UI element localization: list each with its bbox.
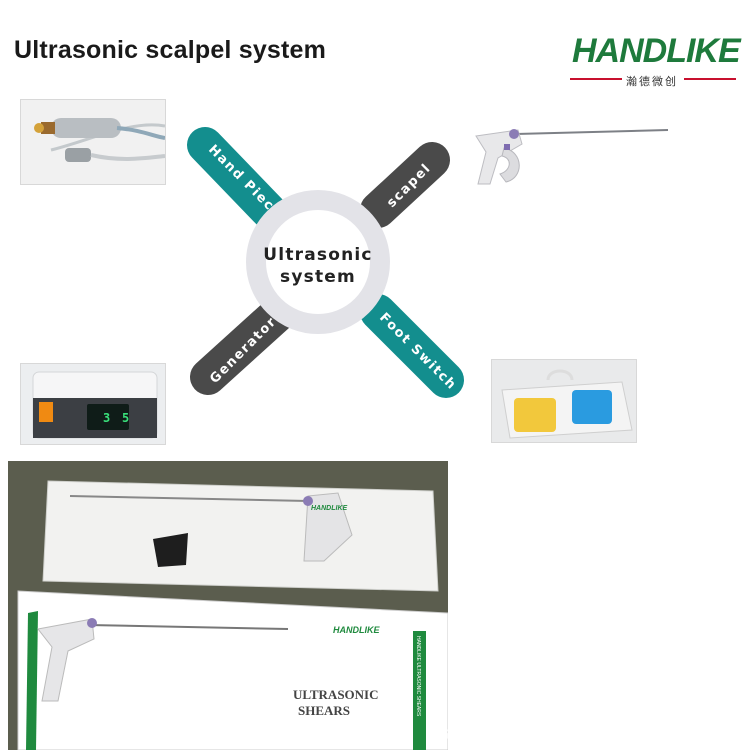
generator-display-right: 5 xyxy=(122,411,130,425)
tag-foot-switch-label: Foot Switch xyxy=(376,310,459,393)
system-diagram: Hand Piece scapel Generator Foot Switch … xyxy=(187,127,464,398)
watermark: handlike.en.alibaba.com xyxy=(435,723,640,744)
brand-divider-right xyxy=(684,78,736,80)
packaging-photo: ULTRASONIC SHEARS HANDLIKE HANDLIKE HAND… xyxy=(8,461,448,750)
brand-divider-left xyxy=(570,78,622,80)
box-title-line1: ULTRASONIC xyxy=(293,687,379,702)
box-title-line2: SHEARS xyxy=(298,703,350,718)
hand-piece-photo xyxy=(21,100,165,184)
scapel-photo xyxy=(468,118,678,192)
tag-generator: Generator xyxy=(190,292,300,395)
brand-subtitle: 瀚德微创 xyxy=(626,76,678,88)
box-side-label: HANDLIKE ULTRASONIC SHEARS xyxy=(415,636,421,717)
tray-brand: HANDLIKE xyxy=(311,505,347,512)
brand-name: HANDLIKE xyxy=(572,32,741,70)
center-ring xyxy=(246,190,390,334)
center-label-line2: system xyxy=(280,267,356,287)
page-title: Ultrasonic scalpel system xyxy=(14,36,327,64)
center-label-line1: Ultrasonic xyxy=(263,245,372,265)
tag-foot-switch: Foot Switch xyxy=(360,294,464,398)
tag-scapel: scapel xyxy=(360,142,450,228)
box-brand: HANDLIKE xyxy=(333,625,380,635)
foot-switch-photo xyxy=(492,360,636,442)
generator-photo: 3 5 xyxy=(21,364,165,444)
generator-display-left: 3 xyxy=(103,411,111,425)
